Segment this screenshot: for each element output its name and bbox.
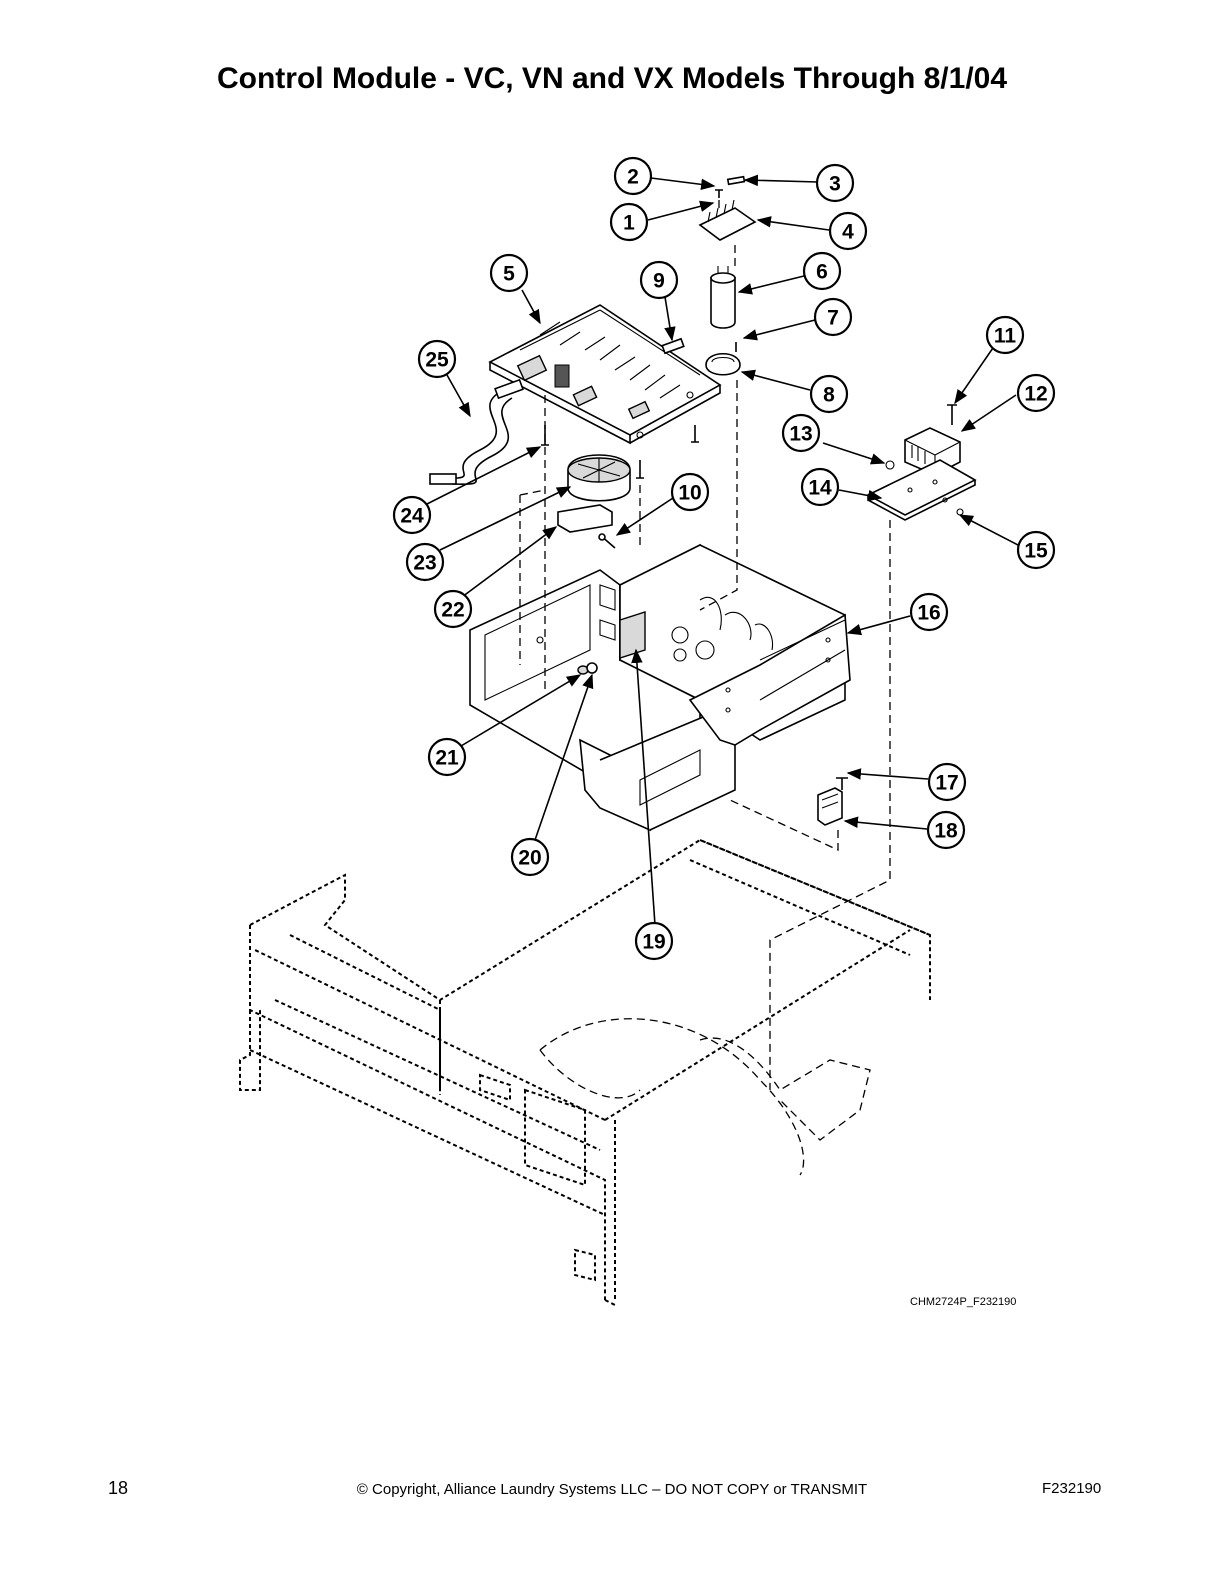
callout-20: 20 — [510, 837, 550, 877]
callout-1-label: 1 — [623, 212, 635, 235]
callout-21-circle — [427, 737, 467, 777]
callout-17-label: 17 — [935, 772, 958, 795]
callout-25: 25 — [417, 339, 457, 379]
callout-24: 24 — [392, 495, 432, 535]
callout-15-circle — [1016, 530, 1056, 570]
callout-13-circle — [781, 413, 821, 453]
callout-12: 12 — [1016, 373, 1056, 413]
bracket — [557, 504, 616, 549]
callout-17: 17 — [927, 762, 967, 802]
callout-16-label: 16 — [917, 602, 940, 625]
callout-4-label: 4 — [842, 221, 854, 244]
callout-13: 13 — [781, 413, 821, 453]
callout-6-label: 6 — [816, 261, 828, 284]
callout-16-circle — [909, 592, 949, 632]
callout-21: 21 — [427, 737, 467, 777]
callout-22-circle — [433, 589, 473, 629]
callout-4-circle — [828, 211, 868, 251]
callout-10: 10 — [670, 472, 710, 512]
callout-12-label: 12 — [1024, 383, 1047, 406]
callout-25-label: 25 — [425, 349, 449, 372]
callout-23-circle — [405, 542, 445, 582]
leader-lines — [424, 174, 1019, 926]
callout-9-circle — [639, 260, 679, 300]
callout-19: 19 — [634, 921, 674, 961]
motor-outline — [539, 1018, 871, 1176]
callout-12-circle — [1016, 373, 1056, 413]
callout-3-circle — [815, 163, 855, 203]
callout-5-label: 5 — [503, 263, 515, 286]
drawing-code: CHM2724P_F232190 — [910, 1296, 1017, 1308]
callout-14-label: 14 — [808, 477, 832, 500]
callout-21-label: 21 — [435, 747, 459, 770]
fuse — [661, 337, 685, 355]
control-board — [488, 304, 722, 445]
callout-1: 1 — [609, 202, 649, 242]
callout-9-label: 9 — [653, 270, 665, 293]
callout-11-label: 11 — [994, 325, 1017, 348]
callout-8-label: 8 — [823, 384, 835, 407]
page-title: Control Module - VC, VN and VX Models Th… — [216, 62, 1008, 95]
callout-9: 9 — [639, 260, 679, 300]
callout-22: 22 — [433, 589, 473, 629]
callout-8-circle — [809, 374, 849, 414]
callout-2-label: 2 — [627, 166, 639, 189]
callout-7-label: 7 — [827, 307, 839, 330]
callout-5: 5 — [489, 253, 529, 293]
callout-5-circle — [489, 253, 529, 293]
callout-20-circle — [510, 837, 550, 877]
callout-2: 2 — [613, 156, 653, 196]
callout-11: 11 — [985, 315, 1025, 355]
callout-1-circle — [609, 202, 649, 242]
callout-24-circle — [392, 495, 432, 535]
callout-17-circle — [927, 762, 967, 802]
callout-19-label: 19 — [642, 931, 665, 954]
callout-6: 6 — [802, 251, 842, 291]
callout-25-circle — [417, 339, 457, 379]
document-code: F232190 — [1042, 1480, 1102, 1497]
callout-23-label: 23 — [413, 552, 436, 575]
callout-23: 23 — [405, 542, 445, 582]
callout-18-label: 18 — [934, 820, 958, 843]
callout-13-label: 13 — [789, 423, 812, 446]
callout-7-circle — [813, 297, 853, 337]
callout-2-circle — [613, 156, 653, 196]
callout-11-circle — [985, 315, 1025, 355]
callout-6-circle — [802, 251, 842, 291]
callout-15: 15 — [1016, 530, 1056, 570]
callout-15-label: 15 — [1024, 540, 1048, 563]
machine-frame-outline — [239, 838, 931, 1306]
callout-10-circle — [670, 472, 710, 512]
callout-24-label: 24 — [400, 505, 424, 528]
callout-3-label: 3 — [829, 173, 841, 196]
callout-4: 4 — [828, 211, 868, 251]
ribbon-cable — [429, 378, 524, 486]
callout-18-circle — [926, 810, 966, 850]
callout-7: 7 — [813, 297, 853, 337]
selector-switch — [567, 454, 631, 502]
callout-3: 3 — [815, 163, 855, 203]
callout-22-label: 22 — [441, 599, 464, 622]
page-number: 18 — [108, 1478, 129, 1498]
assembly-guide-lines — [519, 200, 891, 1090]
relay — [817, 777, 848, 826]
copyright-notice: © Copyright, Alliance Laundry Systems LL… — [356, 1481, 868, 1498]
capacitor — [705, 266, 741, 376]
callout-14-circle — [800, 467, 840, 507]
callout-8: 8 — [809, 374, 849, 414]
control-box-panel — [469, 543, 851, 832]
callout-16: 16 — [909, 592, 949, 632]
terminal-block — [698, 175, 757, 241]
callout-10-label: 10 — [678, 482, 701, 505]
callout-14: 14 — [800, 467, 840, 507]
callout-20-label: 20 — [518, 847, 541, 870]
callout-19-circle — [634, 921, 674, 961]
callout-18: 18 — [926, 810, 966, 850]
transformer-mounting-plate — [866, 459, 977, 521]
